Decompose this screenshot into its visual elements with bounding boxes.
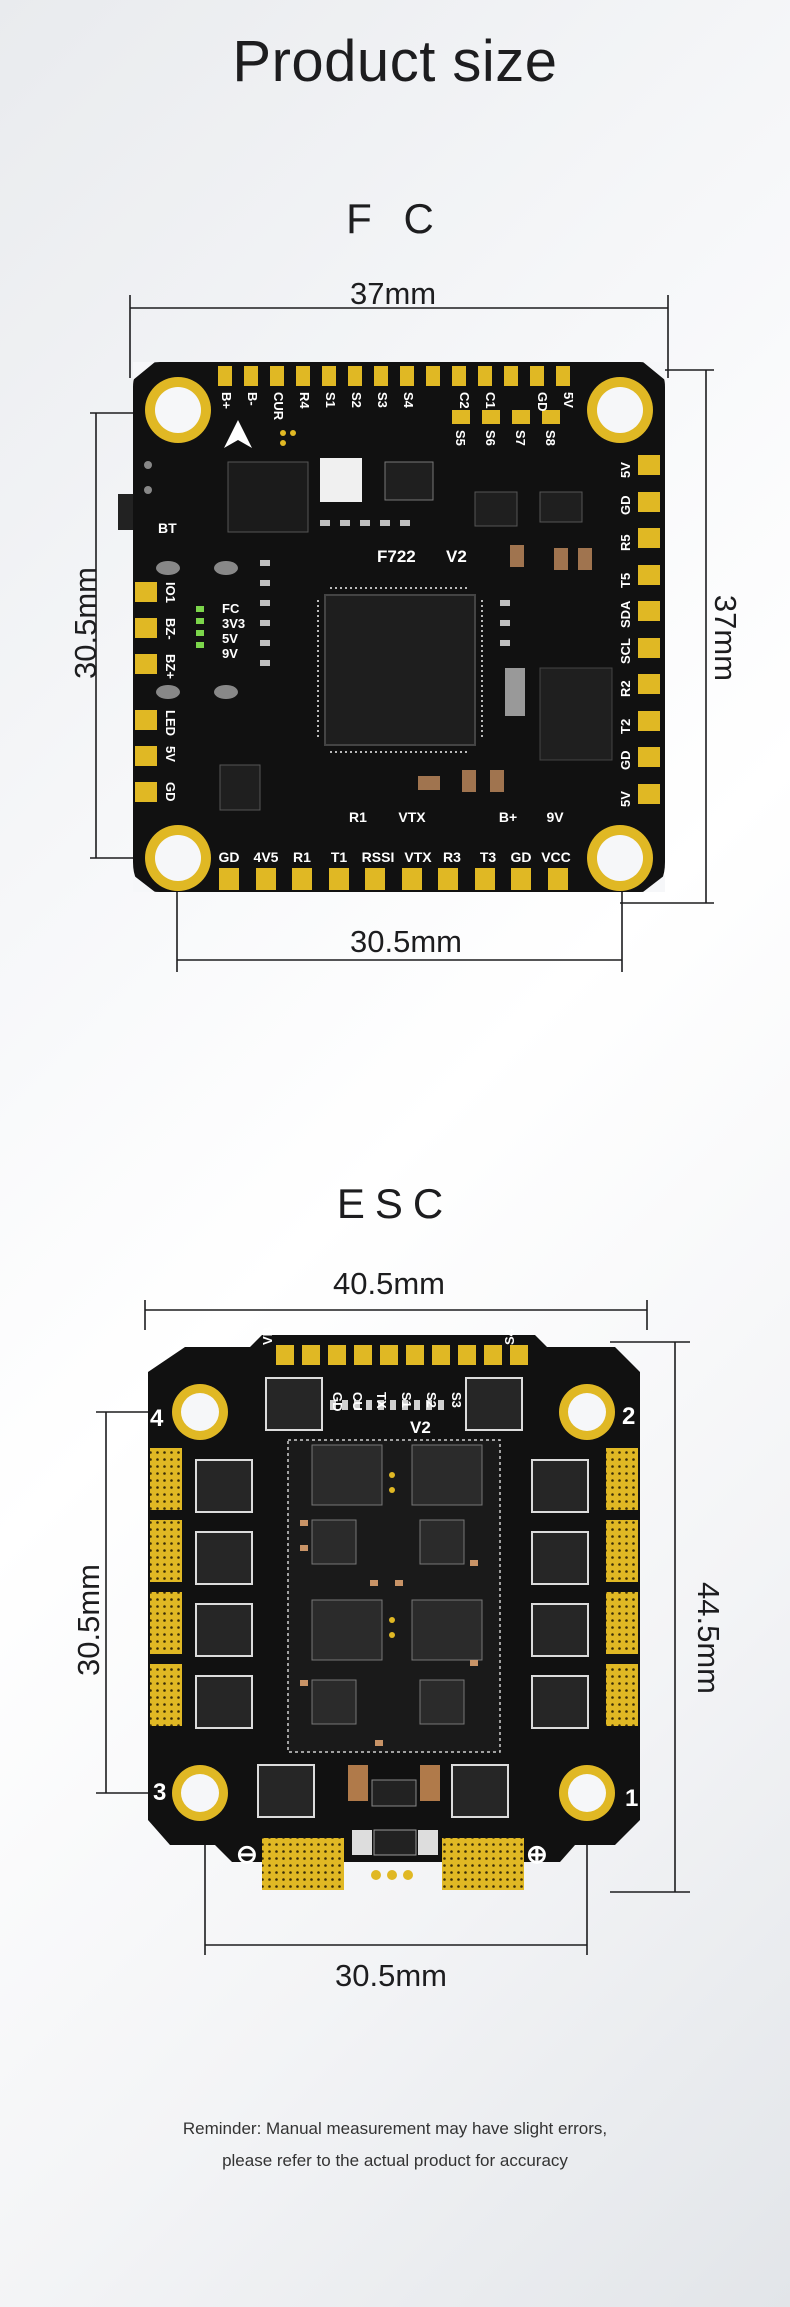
esc-section-title: ESC xyxy=(336,1180,454,1227)
fc-motor-pad-label: S5 xyxy=(453,430,468,446)
fc-right-pad-label: GD xyxy=(618,751,633,771)
fc-left-pad-label: LED xyxy=(163,710,178,736)
fc-led-label: 5V xyxy=(222,631,238,646)
fc-right-pad-label: GD xyxy=(618,496,633,516)
esc-top-pad-label: S1 xyxy=(399,1392,414,1408)
fc-led-label: FC xyxy=(222,601,240,616)
fc-section-title: F C xyxy=(346,195,444,242)
esc-corner-number: 2 xyxy=(622,1403,635,1430)
fc-width-dimension: 37mm xyxy=(350,276,437,311)
fc-top-pad-label: B+ xyxy=(219,392,234,409)
fc-top-pad-label: CUR xyxy=(271,392,286,421)
fc-version-label: V2 xyxy=(446,547,467,566)
fc-inner-label: VTX xyxy=(398,809,426,825)
fc-bottom-pad-label: GD xyxy=(219,849,240,865)
fc-bottom-pad-label: RSSI xyxy=(362,849,395,865)
fc-led-label: 3V3 xyxy=(222,616,245,631)
esc-version-label: V2 xyxy=(410,1418,431,1437)
fc-mount-horizontal-dimension: 30.5mm xyxy=(350,924,462,959)
esc-top-pad-label: VB xyxy=(260,1327,275,1345)
fc-bottom-pad-label: VCC xyxy=(541,849,571,865)
fc-left-pad-label: 5V xyxy=(163,746,178,762)
esc-corner-number: 4 xyxy=(150,1405,164,1432)
esc-top-pad-label: GD xyxy=(330,1392,345,1412)
esc-mount-horizontal-dimension: 30.5mm xyxy=(335,1958,447,1993)
fc-bottom-pad-label: 4V5 xyxy=(254,849,279,865)
page-title: Product size xyxy=(232,29,558,94)
fc-top-pad-label: C1 xyxy=(483,392,498,409)
fc-bottom-pad-label: GD xyxy=(511,849,532,865)
fc-top-pad-label: S4 xyxy=(401,392,416,409)
fc-led-label: 9V xyxy=(222,646,238,661)
esc-top-pad-label: S2 xyxy=(424,1392,439,1408)
fc-right-pad-label: R2 xyxy=(618,680,633,697)
esc-top-pad-label: S3 xyxy=(449,1392,464,1408)
fc-top-pad-label: 5V xyxy=(561,392,576,408)
fc-left-pad-label: BZ+ xyxy=(163,654,178,679)
fc-top-pad-label: B- xyxy=(245,392,260,406)
esc-width-dimension: 40.5mm xyxy=(333,1266,445,1301)
fc-mount-holes xyxy=(145,377,653,891)
fc-top-pad-label: GD xyxy=(535,392,550,412)
fc-bottom-pad-label: R1 xyxy=(293,849,311,865)
fc-left-pad-label: IO1 xyxy=(163,582,178,603)
esc-plus-symbol: ⊕ xyxy=(526,1839,548,1869)
fc-chip-label: F722 xyxy=(377,547,416,566)
fc-left-pad-label: GD xyxy=(163,782,178,802)
fc-inner-label: B+ xyxy=(499,809,517,825)
fc-right-pad-label: 5V xyxy=(618,462,633,478)
fc-bottom-pad-label: T3 xyxy=(480,849,497,865)
fc-right-pad-label: SCL xyxy=(618,638,633,664)
fc-bottom-pad-label: R3 xyxy=(443,849,461,865)
fc-inner-label: 9V xyxy=(546,809,564,825)
fc-top-pad-label: R4 xyxy=(297,392,312,409)
fc-bt-label: BT xyxy=(158,520,177,536)
fc-top-pad-label: S3 xyxy=(375,392,390,408)
fc-right-pad-label: T5 xyxy=(618,573,633,588)
fc-top-pad-label: S2 xyxy=(349,392,364,408)
fc-motor-pad-label: S8 xyxy=(543,430,558,446)
fc-bottom-pad-label: VTX xyxy=(404,849,432,865)
fc-motor-pad-label: S7 xyxy=(513,430,528,446)
esc-top-pad-label: TX xyxy=(374,1392,389,1409)
fc-right-pad-label: 5V xyxy=(618,791,633,807)
fc-bottom-pad-label: T1 xyxy=(331,849,348,865)
fc-motor-pad-label: S6 xyxy=(483,430,498,446)
fc-left-pad-label: BZ- xyxy=(163,618,178,640)
fc-right-pad-label: T2 xyxy=(618,719,633,734)
reminder-line-1: Reminder: Manual measurement may have sl… xyxy=(182,2119,608,2138)
esc-top-pad-label: CU xyxy=(350,1392,365,1411)
esc-minus-symbol: ⊖ xyxy=(236,1839,258,1869)
reminder-line-2: please refer to the actual product for a… xyxy=(222,2151,568,2170)
fc-top-pad-label: C2 xyxy=(457,392,472,409)
fc-right-pad-label: R5 xyxy=(618,534,633,551)
esc-corner-number: 1 xyxy=(625,1785,638,1812)
esc-top-pad-label: S4 xyxy=(502,1328,517,1345)
fc-inner-label: R1 xyxy=(349,809,367,825)
fc-right-pad-label: SDA xyxy=(618,600,633,628)
fc-top-pad-label: S1 xyxy=(323,392,338,408)
esc-corner-number: 3 xyxy=(153,1779,166,1806)
